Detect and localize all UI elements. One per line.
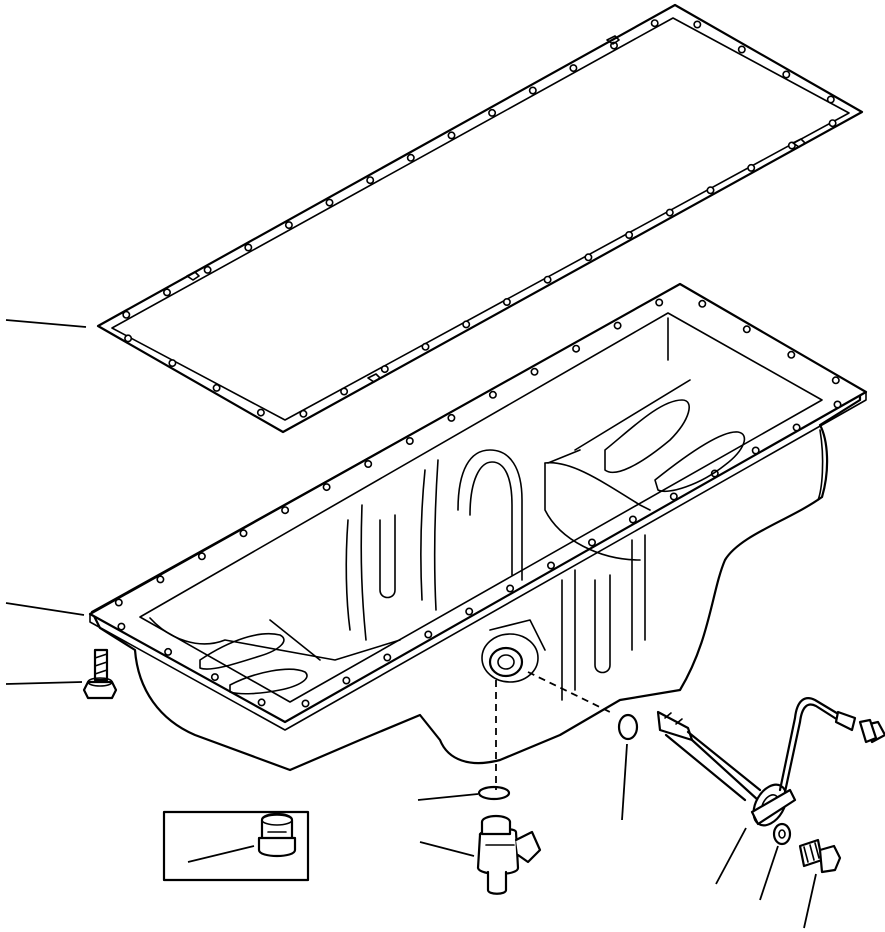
bolt-hole [340, 387, 349, 396]
bolt-hole [530, 367, 539, 376]
bolt-hole [751, 446, 760, 455]
bolt-hole [421, 342, 430, 351]
bolt-hole [569, 64, 578, 73]
leader-drain-o-ring [417, 793, 479, 801]
bolt-hole [197, 552, 206, 561]
bolt-hole [364, 459, 373, 468]
bolt-hole [383, 653, 392, 662]
bolt-hole [613, 321, 622, 330]
sensor-bolt [798, 838, 842, 874]
bolt-hole [506, 584, 515, 593]
bolt-hole [168, 359, 177, 368]
drain-plug-inset [162, 810, 310, 882]
bolt-hole [424, 630, 433, 639]
bolt-hole [706, 186, 715, 195]
bolt-hole [828, 119, 837, 128]
bolt-hole [833, 400, 842, 409]
bolt-hole [698, 299, 707, 308]
leader-sensor [715, 827, 747, 885]
bolt-hole [299, 409, 308, 418]
bolt-hole [665, 208, 674, 217]
bolt-hole [256, 408, 265, 417]
bolt-hole [587, 538, 596, 547]
bolt-hole [792, 423, 801, 432]
leader-gasket [5, 319, 87, 328]
bolt-hole [366, 176, 375, 185]
assembly-line-sensor [527, 671, 611, 713]
bolt-hole [462, 320, 471, 329]
bolt-hole [742, 325, 751, 334]
bolt-hole [284, 221, 293, 230]
leader-pan-bolt [5, 681, 83, 685]
bolt-hole [203, 265, 212, 274]
oil-level-sensor [656, 697, 885, 827]
bolt-hole [301, 699, 310, 708]
bolt-hole [406, 153, 415, 162]
leader-sensor-o-ring [621, 743, 628, 821]
bolt-hole [210, 673, 219, 682]
bolt-hole [831, 376, 840, 385]
bolt-hole [465, 607, 474, 616]
bolt-hole [257, 698, 266, 707]
bolt-hole [405, 436, 414, 445]
bolt-hole [488, 390, 497, 399]
bolt-hole [244, 243, 253, 252]
bolt-hole [325, 198, 334, 207]
leader-drain-valve [419, 841, 475, 857]
leader-sensor-bolt [803, 873, 817, 929]
bolt-hole [543, 275, 552, 284]
bolt-hole [124, 334, 133, 343]
bolt-hole [447, 413, 456, 422]
bolt-hole [342, 676, 351, 685]
oil-pan [88, 282, 868, 772]
bolt-hole [782, 70, 791, 79]
bolt-hole [488, 108, 497, 117]
leader-oil-pan [5, 602, 85, 616]
drain-plug [257, 812, 297, 858]
bolt-hole [747, 163, 756, 172]
leader-drain-plug [187, 845, 255, 863]
bolt-hole [826, 95, 835, 104]
bolt-hole [164, 647, 173, 656]
bolt-hole [163, 288, 172, 297]
bolt-hole [212, 383, 221, 392]
bolt-hole [737, 45, 746, 54]
bolt-hole [114, 598, 123, 607]
bolt-hole [447, 131, 456, 140]
gasket [96, 3, 864, 434]
drain-valve [476, 814, 542, 895]
bolt-hole [322, 483, 331, 492]
bolt-hole [787, 350, 796, 359]
bolt-hole [380, 365, 389, 374]
bolt-hole [156, 575, 165, 584]
leader-washer [759, 845, 779, 901]
bolt-hole [655, 298, 664, 307]
bolt-hole [650, 19, 659, 28]
bolt-hole [625, 231, 634, 240]
bolt-hole [117, 622, 126, 631]
bolt-hole [584, 253, 593, 262]
bolt-hole [122, 310, 131, 319]
bolt-hole [572, 344, 581, 353]
bolt-hole [281, 506, 290, 515]
bolt-hole [502, 297, 511, 306]
bolt-hole [546, 561, 555, 570]
bolt-hole [669, 492, 678, 501]
washer [772, 822, 792, 846]
bolt-hole [693, 20, 702, 29]
drain-valve-o-ring [477, 785, 511, 801]
bolt-hole [528, 86, 537, 95]
leader-lines [5, 319, 817, 929]
sensor-o-ring [617, 713, 639, 741]
bolt-hole [628, 515, 637, 524]
bolt-hole [239, 529, 248, 538]
pan-bolt [82, 648, 118, 700]
